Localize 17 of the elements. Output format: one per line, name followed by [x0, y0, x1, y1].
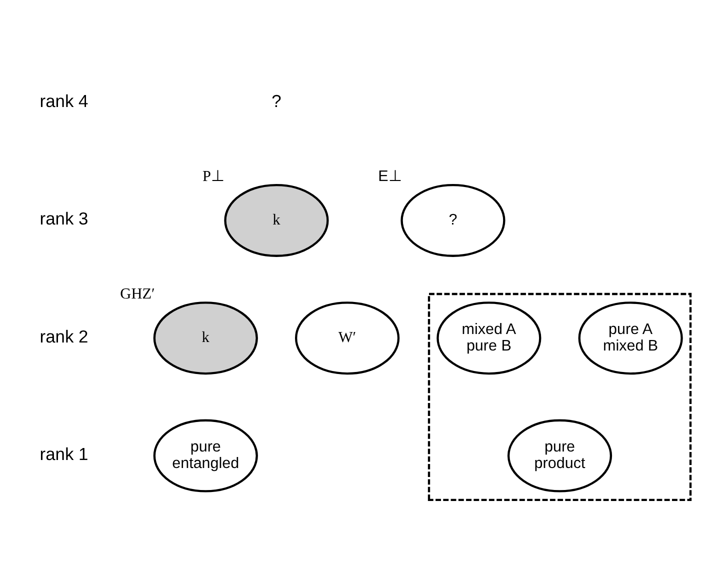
label: ? — [272, 90, 282, 110]
label: rank 1 — [40, 443, 88, 464]
node-label: E⊥ — [378, 167, 402, 184]
node-ellipse: mixed A pure B — [436, 301, 542, 374]
node-ellipse: pure product — [507, 418, 612, 492]
node-ellipse: pure A mixed B — [578, 301, 683, 374]
node-ellipse: ? — [400, 183, 506, 256]
node-ellipse: W′ — [294, 301, 400, 374]
node-label: GHZ′ — [120, 285, 155, 302]
node-ellipse: k — [224, 183, 329, 256]
label: rank 3 — [40, 208, 88, 228]
node-label: P⊥ — [202, 167, 224, 184]
node-ellipse: k — [153, 301, 258, 374]
cluster — [428, 292, 692, 501]
node-ellipse: pure entangled — [153, 418, 258, 492]
label: rank 4 — [40, 90, 88, 110]
label: rank 2 — [40, 326, 88, 346]
